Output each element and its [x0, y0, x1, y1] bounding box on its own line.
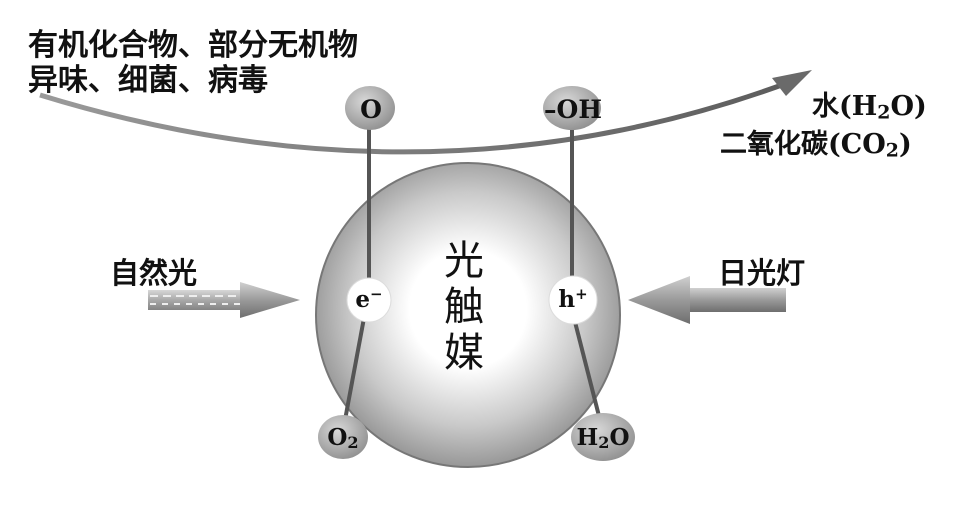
process-curve-arrow: [39, 79, 791, 155]
hydroxyl-radical-ball: [543, 86, 601, 130]
process-curve-arrowhead: [772, 70, 812, 96]
catalyst-label: 光触媒: [444, 238, 484, 376]
h2o-text: H: [576, 424, 599, 451]
pollutant-label-line2: 异味、细菌、病毒: [28, 63, 268, 98]
product-co2-tail: ): [898, 129, 912, 160]
o2-text: O: [327, 424, 348, 451]
product-water-subscript: 2: [877, 101, 891, 124]
natural-light-label: 自然光: [110, 256, 198, 290]
h2o-molecule-label: H2O: [570, 424, 636, 452]
catalyst-sphere: [315, 162, 621, 468]
natural-light-arrow: [148, 282, 300, 318]
hole-text: h: [558, 286, 576, 314]
hydroxyl-radical-label: –OH: [544, 95, 602, 124]
hole-spot: [548, 275, 598, 325]
h2o-subscript: 2: [598, 432, 610, 452]
product-water-label: 水(H2O): [812, 84, 927, 123]
electron-spot: [346, 277, 392, 323]
hole-to-h2o-line: [572, 317, 602, 421]
hole-superscript: +: [575, 285, 588, 303]
product-water-text: 水(H: [812, 91, 878, 122]
oxygen-radical-label: O: [360, 95, 382, 124]
lamp-light-label: 日光灯: [718, 256, 806, 290]
o2-molecule-label: O2: [318, 424, 368, 452]
electron-label: e−: [344, 285, 394, 313]
electron-superscript: −: [370, 285, 383, 303]
product-co2-label: 二氧化碳(CO2): [720, 122, 912, 161]
pollutant-label-line1: 有机化合物、部分无机物: [28, 28, 358, 63]
product-co2-text: 二氧化碳(CO: [720, 129, 886, 160]
product-co2-subscript: 2: [885, 139, 899, 162]
h2o-molecule-ball: [571, 413, 635, 461]
o2-molecule-ball: [318, 415, 368, 459]
oxygen-radical-ball: [345, 86, 395, 130]
electron-to-o2-line: [343, 317, 366, 421]
electron-text: e: [355, 286, 371, 314]
lamp-light-arrow: [628, 276, 786, 324]
hole-label: h+: [548, 285, 598, 313]
o2-subscript: 2: [347, 432, 359, 452]
product-water-tail: O): [890, 91, 927, 122]
h2o-tail: O: [609, 424, 630, 451]
